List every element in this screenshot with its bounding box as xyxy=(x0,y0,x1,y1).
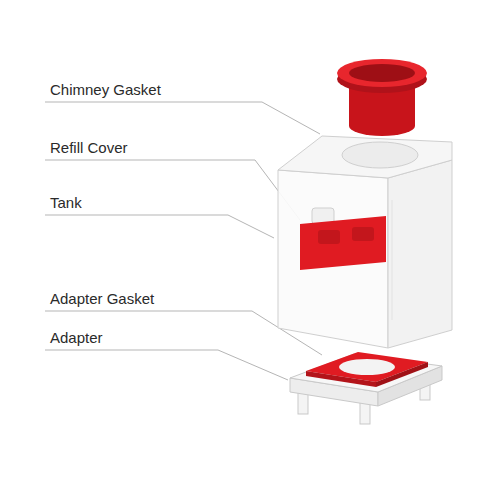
leader-line xyxy=(45,160,300,220)
adapter-leg xyxy=(360,402,370,424)
refill-cover xyxy=(300,216,386,270)
adapter-leg xyxy=(298,392,308,414)
gasket-hole xyxy=(339,359,395,375)
part-label: Tank xyxy=(50,194,82,212)
adapter-gasket xyxy=(306,352,428,387)
tank-front xyxy=(278,170,388,348)
refill-cover-tab xyxy=(352,227,374,241)
adapter-top xyxy=(290,354,442,392)
refill-cover-tab xyxy=(318,230,340,244)
part-label: Adapter Gasket xyxy=(50,290,154,308)
tank-side xyxy=(388,160,452,348)
leader-line xyxy=(45,350,288,380)
refill-cover-body xyxy=(300,216,386,270)
chimney-gasket xyxy=(337,59,427,136)
tank xyxy=(278,136,452,348)
gasket-inner xyxy=(349,64,415,82)
part-label: Adapter xyxy=(50,329,103,347)
part-label: Chimney Gasket xyxy=(50,81,161,99)
tank-opening xyxy=(342,142,418,168)
gasket-rim-top xyxy=(337,59,427,87)
leader-line xyxy=(45,215,274,238)
part-label: Refill Cover xyxy=(50,139,128,157)
tank-top xyxy=(278,136,452,178)
leader-line xyxy=(45,102,320,134)
tank-edge xyxy=(392,200,393,320)
